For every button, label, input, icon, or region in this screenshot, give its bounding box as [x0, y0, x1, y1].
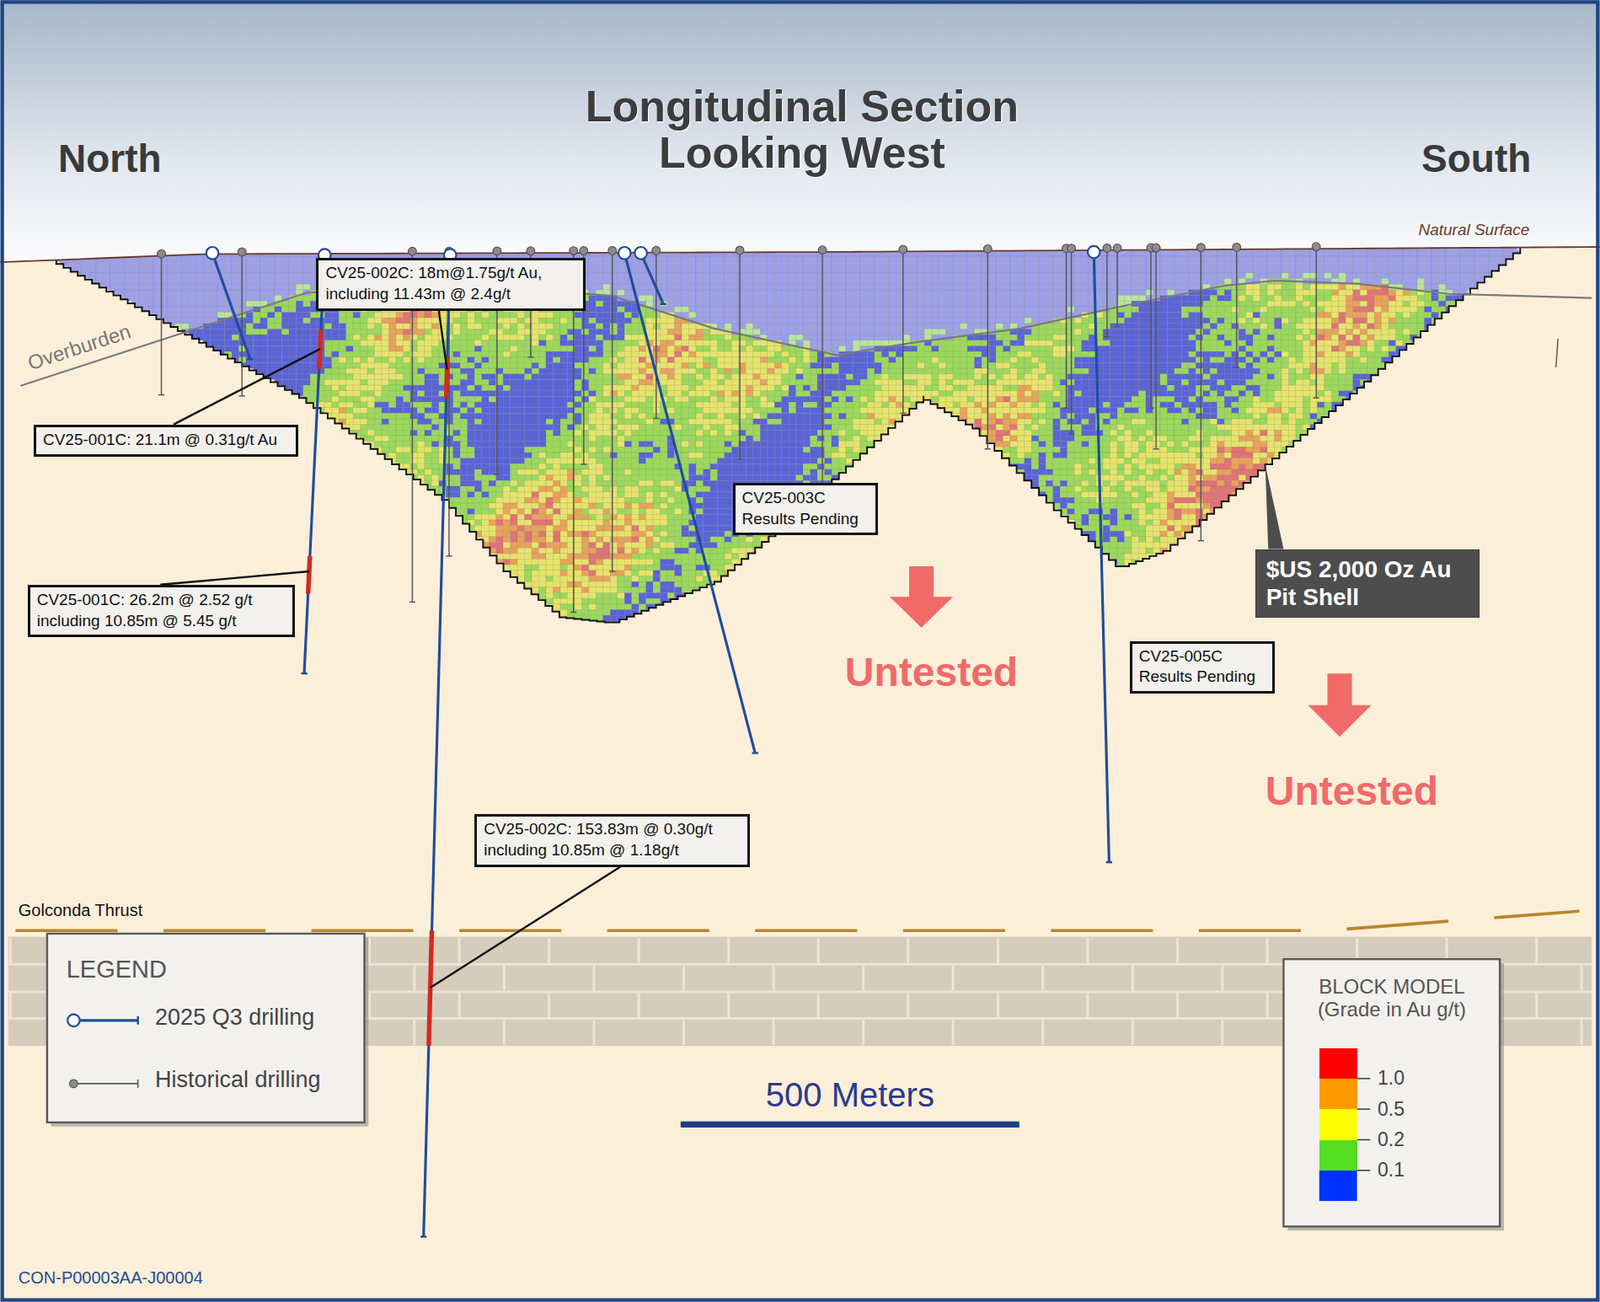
figure-panel: Longitudinal Section Looking WestNorthSo…	[0, 0, 1600, 1302]
